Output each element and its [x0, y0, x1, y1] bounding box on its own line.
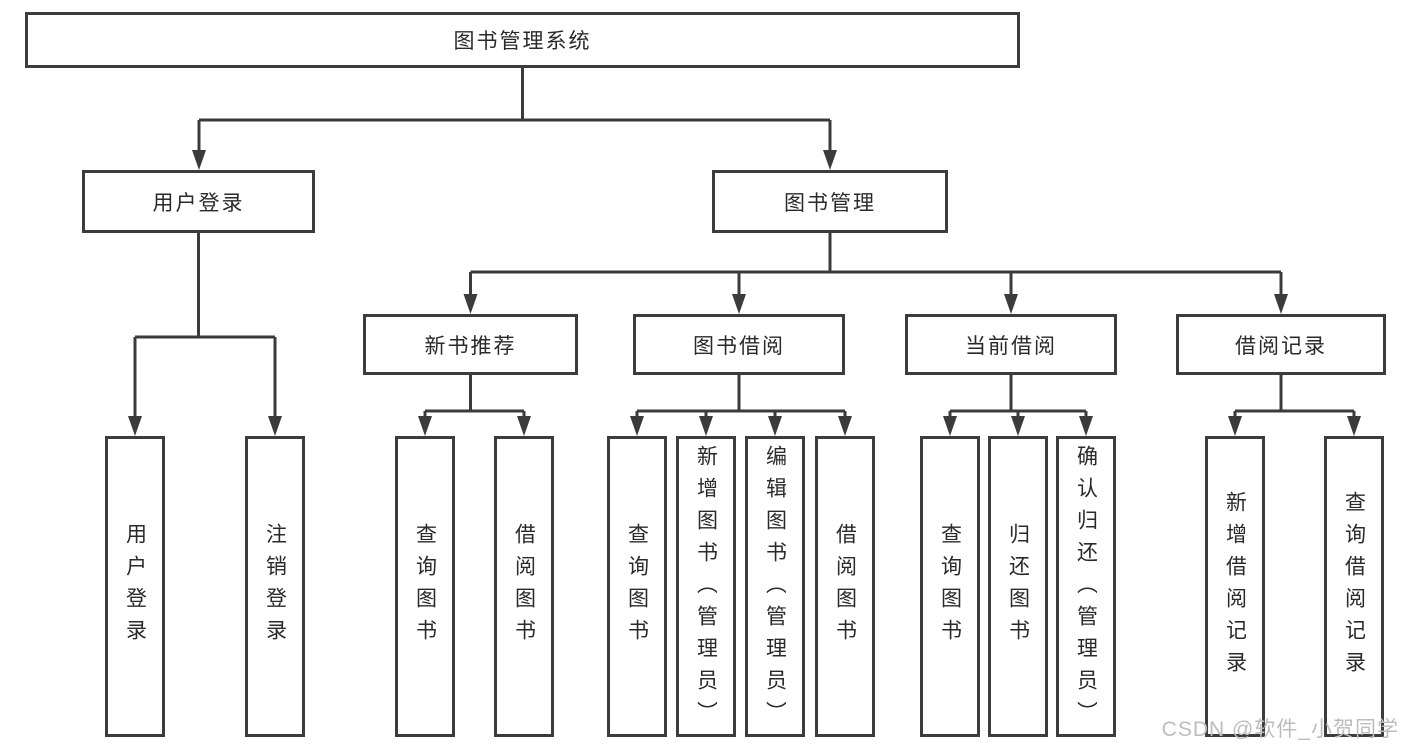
arrowhead	[768, 416, 782, 436]
node-label: 归还图书	[1007, 522, 1029, 651]
arrowhead	[630, 416, 644, 436]
node-label: 新增图书（管理员）	[695, 444, 717, 729]
csdn-watermark: CSDN @软件_小贺同学	[1161, 718, 1399, 741]
leaf-borrowing-query-books: 查询图书	[607, 436, 667, 737]
leaf-logout: 注销登录	[245, 436, 305, 737]
leaf-records-query-borrow-record: 查询借阅记录	[1324, 436, 1384, 737]
arrowhead	[1347, 416, 1361, 436]
node-label: 借阅图书	[834, 522, 856, 651]
arrowhead	[268, 416, 282, 436]
arrowhead	[418, 416, 432, 436]
node-label: 查询图书	[939, 522, 961, 651]
arrowhead	[192, 150, 206, 170]
node-user-login: 用户登录	[82, 170, 315, 233]
node-label: 借阅记录	[1235, 334, 1327, 358]
leaf-newbook-query-books: 查询图书	[395, 436, 455, 737]
leaf-records-add-borrow-record: 新增借阅记录	[1205, 436, 1265, 737]
arrowhead	[699, 416, 713, 436]
leaf-borrowing-borrow-books: 借阅图书	[815, 436, 875, 737]
arrowhead	[1079, 416, 1093, 436]
arrowhead	[1004, 294, 1018, 314]
arrowhead	[838, 416, 852, 436]
arrowhead	[1274, 294, 1288, 314]
leaf-borrowing-add-books-admin: 新增图书（管理员）	[676, 436, 736, 737]
node-borrowing-records: 借阅记录	[1176, 314, 1386, 375]
node-library-system: 图书管理系统	[25, 12, 1020, 68]
arrowhead	[943, 416, 957, 436]
arrowhead	[1011, 416, 1025, 436]
arrowhead	[128, 416, 142, 436]
arrowhead	[732, 294, 746, 314]
leaf-newbook-borrow-books: 借阅图书	[494, 436, 554, 737]
node-label: 图书借阅	[693, 334, 785, 358]
node-label: 用户登录	[152, 191, 245, 215]
node-label: 当前借阅	[965, 334, 1057, 358]
node-label: 图书管理系统	[453, 30, 592, 53]
leaf-borrowing-edit-books-admin: 编辑图书（管理员）	[745, 436, 805, 737]
node-label: 注销登录	[264, 522, 286, 651]
node-label: 借阅图书	[513, 522, 535, 651]
leaf-user-login: 用户登录	[105, 436, 165, 737]
leaf-current-confirm-return-admin: 确认归还（管理员）	[1056, 436, 1116, 737]
node-label: 编辑图书（管理员）	[764, 444, 786, 729]
arrowhead	[517, 416, 531, 436]
node-label: 查询图书	[626, 522, 648, 651]
node-label: 新增借阅记录	[1224, 490, 1246, 683]
node-label: 图书管理	[784, 191, 876, 215]
node-label: 查询图书	[414, 522, 436, 651]
node-current-borrowing: 当前借阅	[905, 314, 1117, 375]
arrowhead	[463, 294, 478, 314]
node-label: 新书推荐	[424, 334, 517, 358]
leaf-current-query-books: 查询图书	[920, 436, 980, 737]
arrowhead	[823, 150, 837, 170]
node-label: 查询借阅记录	[1343, 490, 1365, 683]
node-label: 确认归还（管理员）	[1075, 444, 1097, 729]
leaf-current-return-books: 归还图书	[988, 436, 1048, 737]
node-new-book-recommendation: 新书推荐	[363, 314, 578, 375]
arrowhead	[1228, 416, 1242, 436]
node-book-borrowing: 图书借阅	[633, 314, 845, 375]
node-book-management: 图书管理	[712, 170, 948, 233]
node-label: 用户登录	[124, 522, 146, 651]
